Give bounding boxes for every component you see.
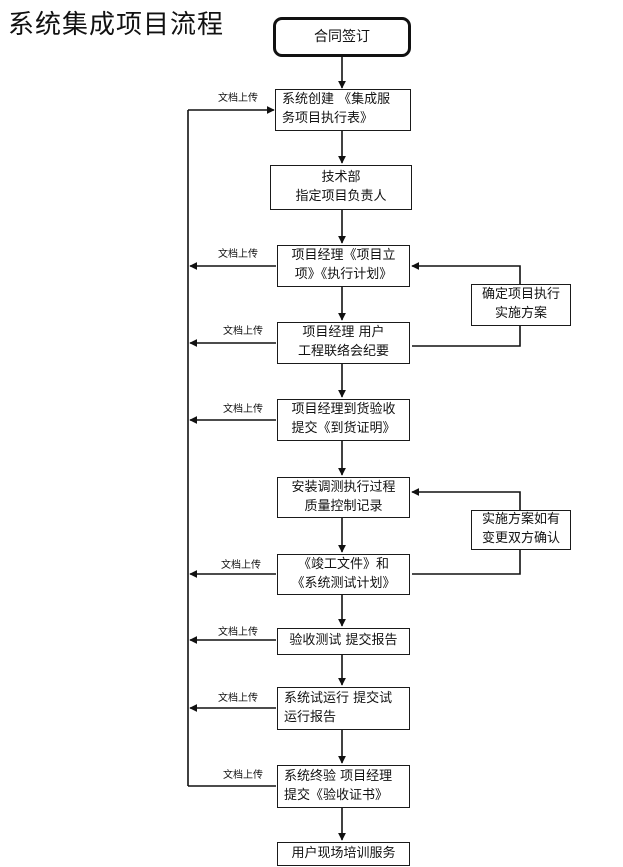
step-onsite-training: 用户现场培训服务: [277, 842, 410, 866]
page-title: 系统集成项目流程: [8, 10, 225, 40]
arrow-n1-s3: [411, 262, 521, 284]
upload-label: 文档上传: [221, 560, 261, 571]
step-delivery-acceptance: 项目经理到货验收 提交《到货证明》: [277, 399, 410, 441]
upload-label: 文档上传: [218, 693, 258, 704]
upload-label: 文档上传: [218, 93, 258, 104]
arrow-n1-s4: [412, 326, 521, 347]
step-final-acceptance: 系统终验 项目经理 提交《验收证书》: [277, 765, 410, 808]
step-assign-owner: 技术部 指定项目负责人: [270, 165, 412, 210]
arrow-n2-s7: [412, 550, 521, 575]
arrow-n2-s6: [411, 488, 521, 510]
note-plan-change: 实施方案如有 变更双方确认: [471, 510, 571, 550]
step-system-create: 系统创建 《集成服 务项目执行表》: [275, 89, 411, 131]
upload-label: 文档上传: [223, 404, 263, 415]
step-acceptance-test: 验收测试 提交报告: [277, 628, 410, 655]
step-project-setup: 项目经理《项目立 项》《执行计划》: [277, 245, 410, 287]
step-installation-qc: 安装调测执行过程 质量控制记录: [277, 477, 410, 518]
upload-label: 文档上传: [218, 249, 258, 260]
upload-label: 文档上传: [223, 770, 263, 781]
upload-label: 文档上传: [223, 326, 263, 337]
step-completion-docs: 《竣工文件》和 《系统测试计划》: [277, 554, 410, 595]
note-confirm-plan: 确定项目执行 实施方案: [471, 284, 571, 326]
step-contract-signing: 合同签订: [273, 17, 411, 57]
upload-label: 文档上传: [218, 627, 258, 638]
step-trial-run: 系统试运行 提交试 运行报告: [277, 687, 410, 730]
step-liaison-minutes: 项目经理 用户 工程联络会纪要: [277, 322, 410, 364]
